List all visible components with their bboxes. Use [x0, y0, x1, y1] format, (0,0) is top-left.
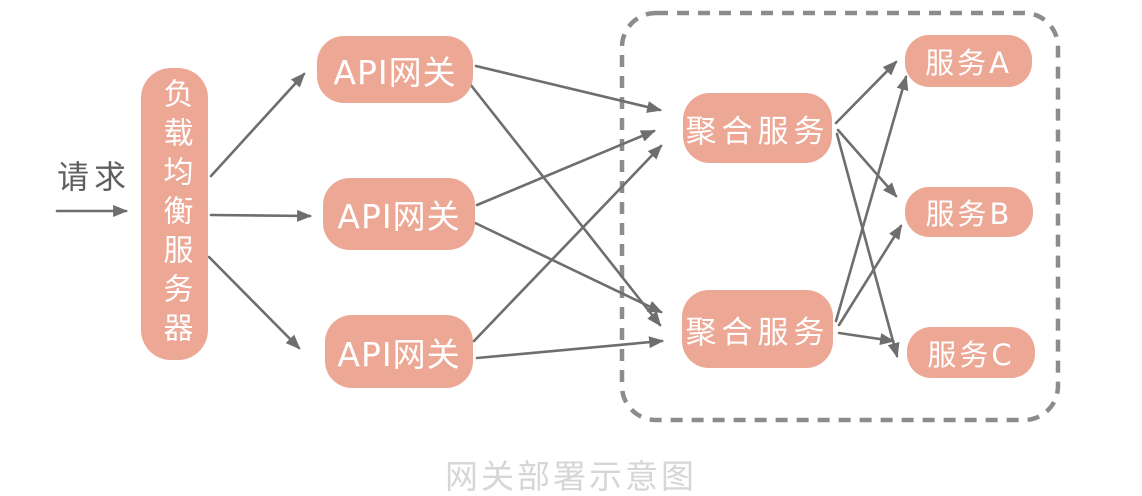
node-service-a: 服务A: [905, 35, 1032, 87]
edge-aggregator-1-service-a: [834, 60, 898, 125]
edge-aggregator-2-service-a: [834, 74, 909, 323]
edge-load-balancer-gateway-1: [209, 72, 306, 178]
edge-aggregator-2-service-b: [837, 224, 903, 327]
node-api-gateway-1: API网关: [317, 36, 473, 103]
edge-gateway-3-aggregator-1: [472, 144, 663, 343]
edge-aggregator-2-service-c: [837, 331, 896, 346]
edge-gateway-2-aggregator-2: [469, 219, 663, 314]
node-api-gateway-3: API网关: [325, 315, 473, 388]
node-aggregation-service-2: 聚合服务: [682, 290, 833, 368]
edge-aggregator-1-service-c: [835, 132, 900, 359]
node-service-c: 服务C: [907, 327, 1035, 378]
node-service-b: 服务B: [905, 187, 1033, 237]
edge-gateway-1-aggregator-1: [474, 64, 663, 113]
edge-gateway-1-aggregator-2: [468, 82, 662, 327]
node-api-gateway-2: API网关: [323, 178, 475, 250]
diagram-caption: 网关部署示意图: [445, 457, 697, 496]
edge-gateway-3-aggregator-2: [475, 336, 665, 360]
node-load-balancer: 负载均衡服务器: [141, 68, 208, 360]
edge-gateway-2-aggregator-1: [475, 129, 656, 207]
request-label: 请求: [56, 158, 131, 196]
node-aggregation-service-1: 聚合服务: [683, 93, 832, 163]
edge-load-balancer-gateway-3: [207, 255, 301, 350]
edge-load-balancer-gateway-2: [209, 209, 313, 222]
edge-aggregator-1-service-b: [836, 128, 898, 198]
